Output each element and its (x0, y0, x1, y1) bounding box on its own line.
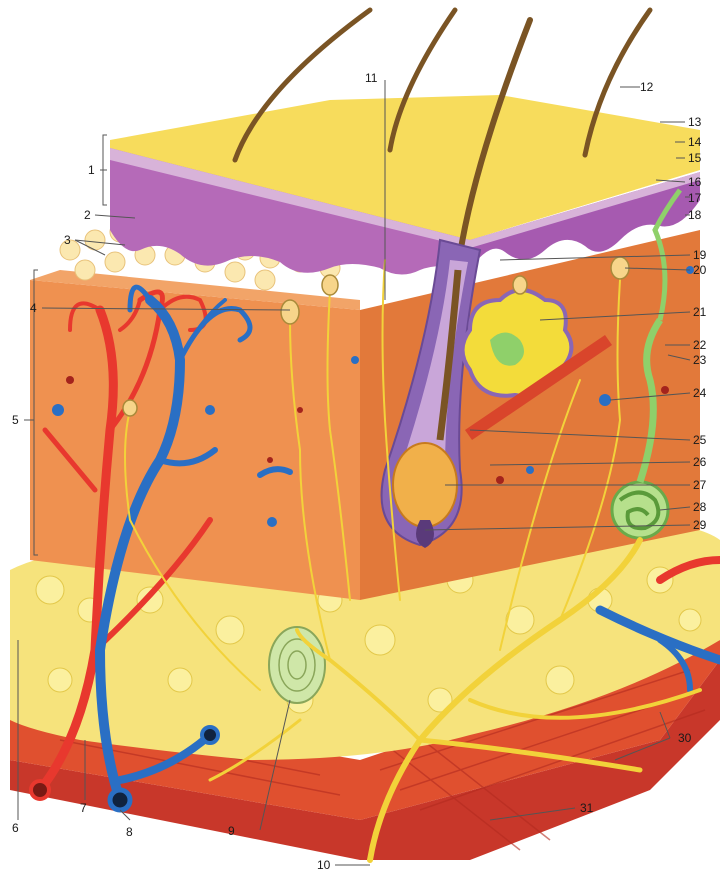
label-21: 21 (693, 305, 707, 319)
label-22: 22 (693, 338, 707, 352)
epidermis-layer (110, 95, 700, 275)
label-9: 9 (228, 824, 235, 838)
label-3: 3 (64, 233, 71, 247)
label-10: 10 (317, 858, 331, 872)
label-18: 18 (688, 208, 702, 222)
label-23: 23 (693, 353, 707, 367)
label-25: 25 (693, 433, 707, 447)
pacinian-corpuscle (269, 627, 325, 703)
label-30: 30 (678, 731, 692, 745)
label-6: 6 (12, 821, 19, 835)
label-19: 19 (693, 248, 707, 262)
label-16: 16 (688, 175, 702, 189)
label-15: 15 (688, 151, 702, 165)
label-13: 13 (688, 115, 702, 129)
label-26: 26 (693, 455, 707, 469)
label-29: 29 (693, 518, 707, 532)
label-20: 20 (693, 263, 707, 277)
label-5: 5 (12, 413, 19, 427)
label-28: 28 (693, 500, 707, 514)
label-27: 27 (693, 478, 707, 492)
label-11: 11 (365, 71, 378, 85)
label-7: 7 (80, 801, 87, 815)
label-14: 14 (688, 135, 702, 149)
label-4: 4 (30, 301, 37, 315)
label-24: 24 (693, 386, 707, 400)
label-1: 1 (88, 163, 95, 177)
label-12: 12 (640, 80, 654, 94)
label-8: 8 (126, 825, 133, 839)
label-17: 17 (688, 191, 702, 205)
label-31: 31 (580, 801, 594, 815)
label-2: 2 (84, 208, 91, 222)
